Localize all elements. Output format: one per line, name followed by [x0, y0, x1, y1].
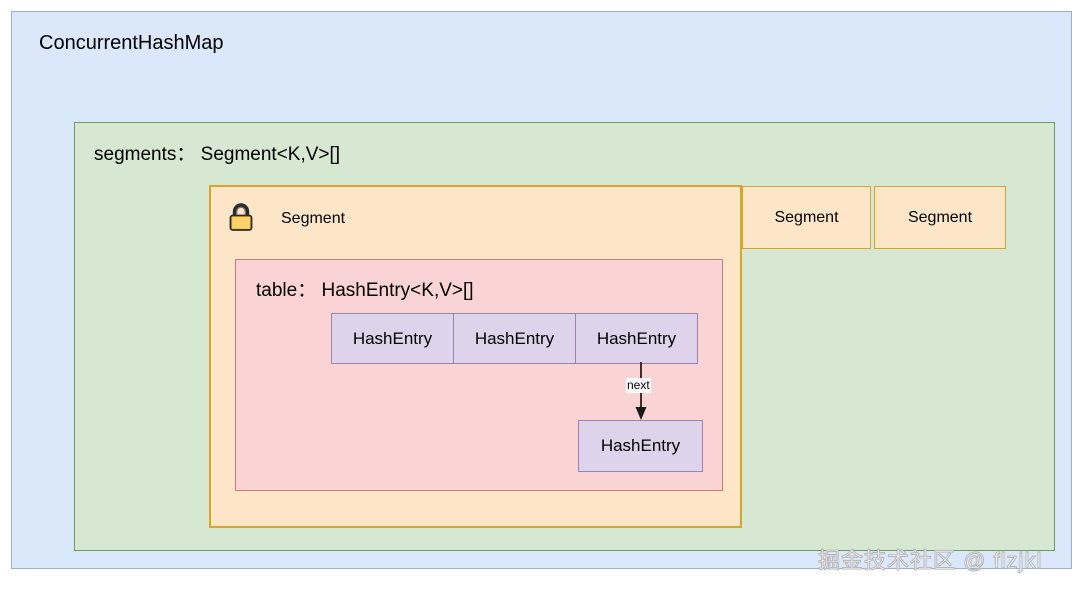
- hashentry-cell-1: HashEntry: [331, 313, 454, 364]
- hashentry-cell-3: HashEntry: [575, 313, 698, 364]
- segment-sibling-1: Segment: [742, 186, 871, 249]
- hashentry-cell-2: HashEntry: [453, 313, 576, 364]
- segment-main-label: Segment: [281, 210, 346, 227]
- concurrenthashmap-title: ConcurrentHashMap: [39, 32, 224, 54]
- segment-sibling-2: Segment: [874, 186, 1006, 249]
- next-arrow-label: next: [626, 378, 651, 393]
- hashentry-chained: HashEntry: [578, 420, 703, 472]
- lock-closed-icon: [224, 200, 258, 234]
- hashentry-row: HashEntry HashEntry HashEntry: [331, 313, 698, 364]
- segments-array-label: segments： Segment<K,V>[]: [94, 144, 341, 165]
- table-array-label: table： HashEntry<K,V>[]: [256, 280, 474, 301]
- watermark: 掘金技术社区 @ flzjkl: [817, 548, 1043, 574]
